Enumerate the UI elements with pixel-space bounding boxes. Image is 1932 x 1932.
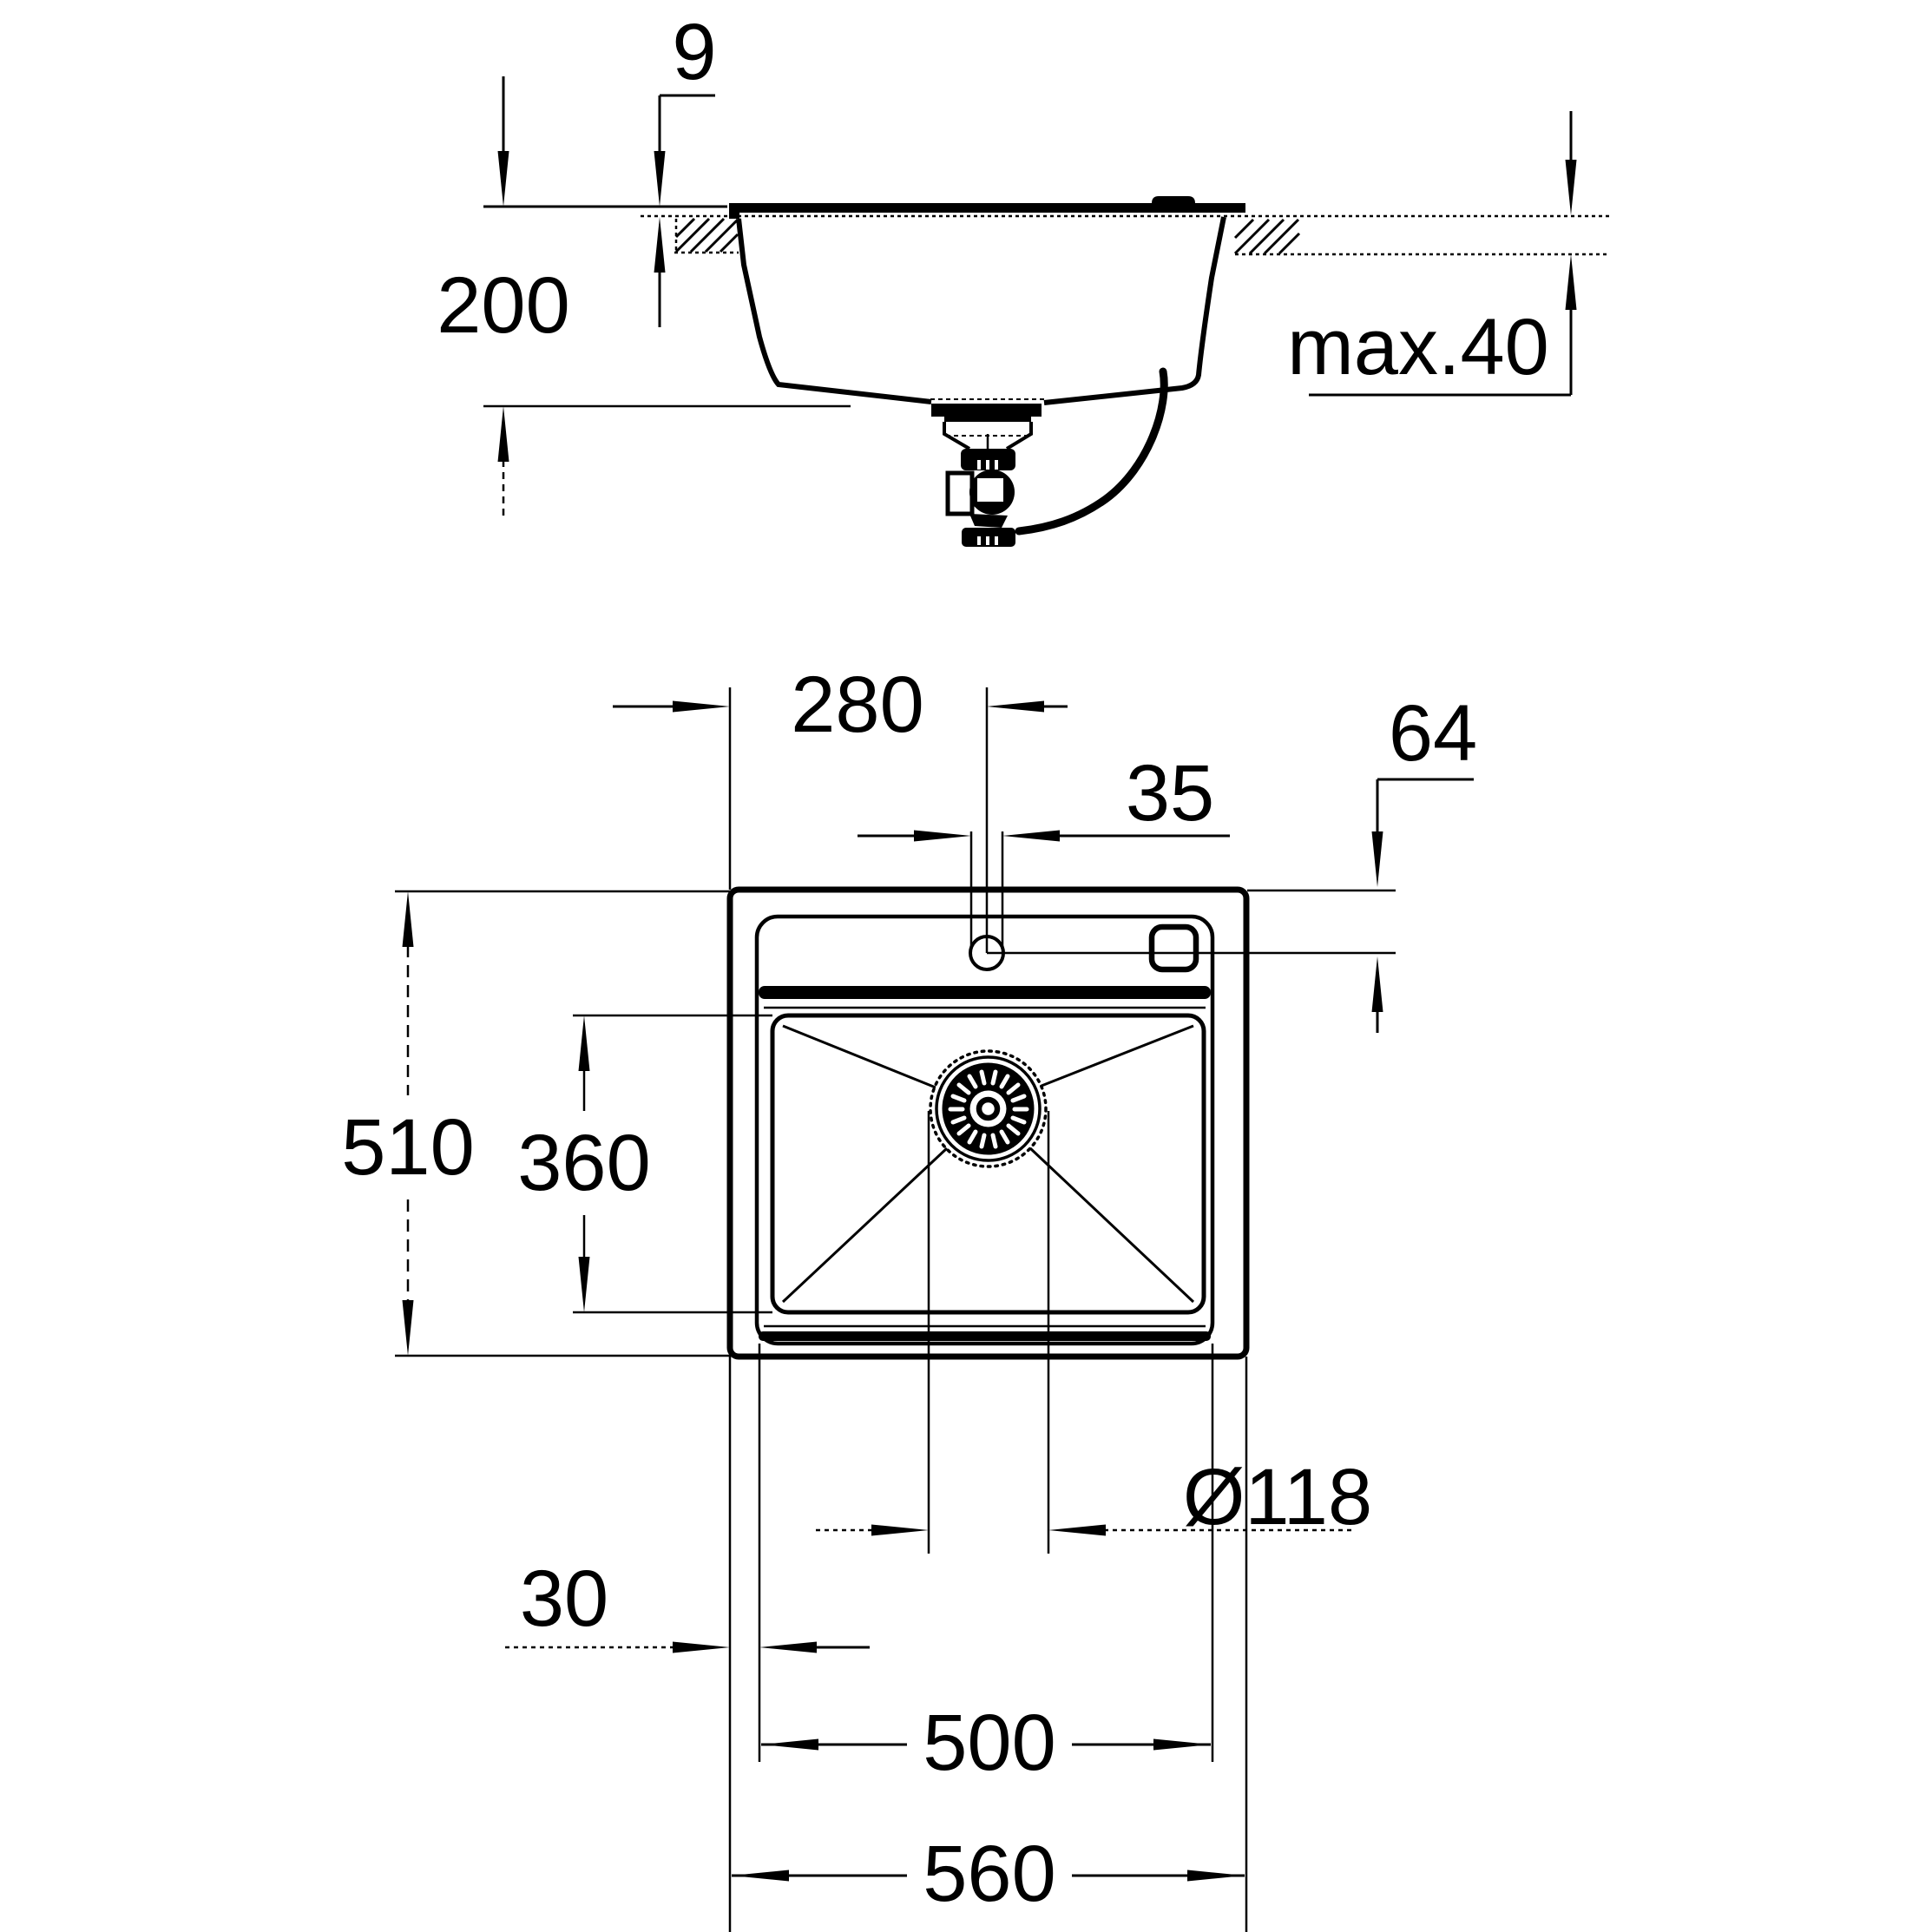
dim-label-edge-to-cutout: 30 [520, 1554, 608, 1643]
arrowhead-left [761, 1738, 818, 1751]
remote-knob-bump-section [1152, 196, 1195, 203]
trap-neck [969, 514, 1008, 528]
bowl-right-wall [1043, 216, 1226, 405]
dim-bowl-depth-plan: 360 [517, 1015, 651, 1312]
dim-label-tap-center-from-left: 280 [791, 660, 924, 749]
deck-outline [754, 914, 1215, 1346]
drain-flange-upper [931, 404, 1042, 417]
arrowhead-down [1565, 160, 1577, 215]
dim-label-tap-hole-diameter: 35 [1126, 749, 1214, 838]
dim-label-bowl-depth-plan: 360 [517, 1119, 651, 1207]
dim-overall-depth: 510 [341, 891, 475, 1356]
trap-nut-upper-ticks [977, 460, 998, 470]
dim-label-bowl-depth-section: 200 [437, 261, 570, 350]
arrowhead-down [578, 1257, 590, 1312]
dim-drain-diameter: Ø118 [816, 1453, 1372, 1541]
dim-label-overall-depth: 510 [341, 1103, 475, 1192]
worktop-lines [483, 205, 1610, 256]
bowl-front-edge-bar [759, 1331, 1211, 1341]
bowl-left-wall [736, 218, 932, 404]
dim-64-leader [1376, 778, 1474, 831]
arrowhead-left [987, 700, 1044, 713]
bowl-corner-creases [781, 1024, 1195, 1304]
drain-strainer [929, 1049, 1048, 1168]
trap-valve-window [977, 478, 1003, 502]
dim-bowl-depth-section: 200 [437, 76, 570, 521]
drain-radial-ticks [948, 1069, 1029, 1149]
drain-center-ring [976, 1096, 1001, 1121]
dim-label-cutout-width: 500 [923, 1699, 1056, 1787]
trap-nut-upper [961, 449, 1015, 470]
dim-max40-leader [1309, 111, 1573, 397]
drain-disc-hole [969, 1090, 1007, 1127]
worktop-hatch-left [674, 217, 739, 253]
arrowhead-right [1153, 1738, 1211, 1751]
drain-trap [931, 367, 1168, 547]
arrowhead-up [1565, 254, 1577, 310]
dim-remote-center-from-top: 64 [1371, 689, 1477, 1033]
overflow-hose [1015, 367, 1168, 536]
bowl-back-edge-bar [759, 986, 1211, 999]
dim-label-overall-width: 560 [923, 1830, 1056, 1918]
remote-control-knob [1148, 923, 1199, 973]
drain-funnel [943, 422, 1033, 450]
sink-outline [726, 886, 1250, 1360]
sink-section-body [729, 196, 1245, 405]
section-view: 9 200 max.40 [437, 8, 1610, 547]
arrowhead-up [402, 891, 414, 947]
dim-counter-thickness: max.40 [1287, 111, 1577, 397]
dim-label-remote-center-from-top: 64 [1389, 689, 1477, 778]
drain-outer-dotted-ring [929, 1049, 1048, 1168]
dim-label-counter-thickness: max.40 [1287, 303, 1549, 391]
dim-9-leader [658, 94, 715, 153]
arrowhead-down [497, 151, 509, 207]
arrowhead-left [1002, 830, 1060, 842]
arrowhead-right [673, 1641, 730, 1653]
arrowhead-up [578, 1015, 590, 1071]
arrowhead-left [732, 1870, 789, 1882]
trap-nut-lower-ticks [977, 536, 998, 545]
arrowhead-right [914, 830, 971, 842]
dim-edge-to-cutout: 30 [505, 1554, 870, 1653]
drain-flange-lower [944, 417, 1031, 422]
arrowhead-right [673, 700, 730, 713]
arrowhead-down [1371, 831, 1383, 887]
dim-label-drain-diameter: Ø118 [1183, 1453, 1372, 1541]
dim-cutout-width: 500 [761, 1699, 1211, 1787]
dim-rim-height: 9 [654, 8, 717, 327]
arrowhead-down [654, 151, 666, 207]
dim-label-rim-height: 9 [672, 8, 716, 96]
tap-hole [969, 935, 1005, 971]
arrowhead-up [654, 217, 666, 273]
arrowhead-up [1371, 956, 1383, 1012]
dim-overall-width: 560 [732, 1830, 1245, 1918]
arrowhead-right [871, 1524, 929, 1536]
worktop-hatch-right [1233, 218, 1301, 255]
arrowhead-left [1048, 1524, 1106, 1536]
bowl-outline [770, 1013, 1206, 1315]
trap-valve-arc [972, 500, 1012, 512]
arrowhead-up [497, 406, 509, 462]
drain-ring [935, 1055, 1042, 1162]
dim-tap-center-from-left: 280 [613, 660, 1068, 749]
trap-clamp [945, 470, 975, 516]
arrowhead-right [1187, 1870, 1245, 1882]
plan-view: 280 35 64 510 [341, 660, 1477, 1932]
dim-tap-hole-diameter: 35 [858, 749, 1230, 842]
arrowhead-down [402, 1300, 414, 1356]
arrowhead-left [759, 1641, 817, 1653]
sink-rim [729, 203, 1245, 213]
sink-rim-left-lip [729, 211, 739, 219]
